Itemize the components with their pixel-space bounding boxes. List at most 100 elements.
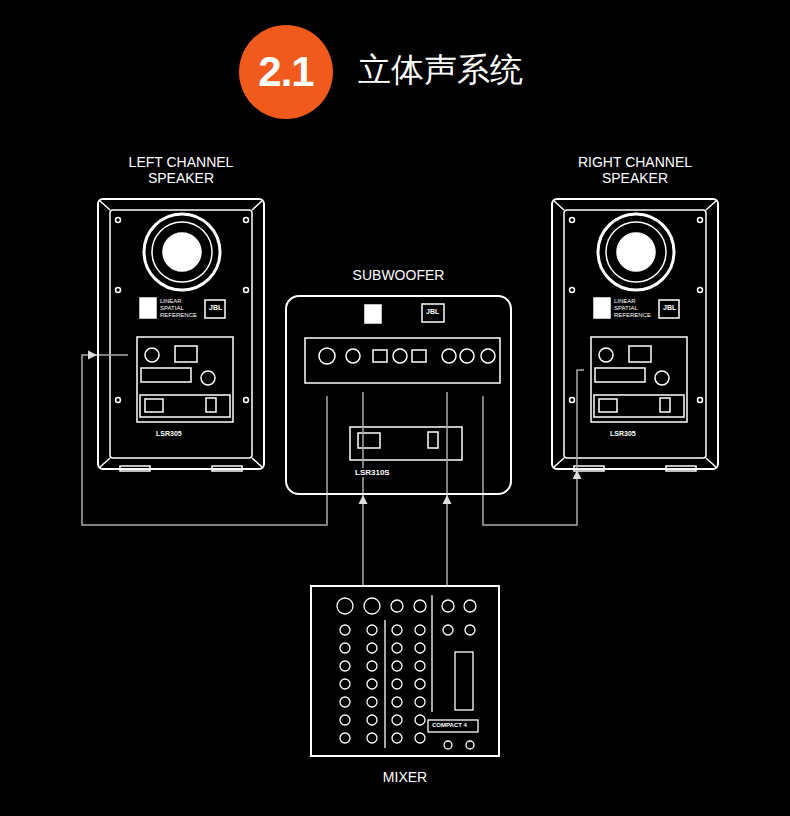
- illustration-part: [415, 733, 425, 743]
- speaker-drawing: [553, 200, 717, 471]
- illustration-part: [140, 395, 230, 417]
- model-series: LINEAR SPATIAL REFERENCE: [614, 298, 658, 319]
- model-series: LINEAR SPATIAL REFERENCE: [160, 298, 204, 319]
- mixer-drawing: [337, 595, 478, 749]
- illustration-part: [414, 600, 426, 612]
- illustration-part: [482, 396, 484, 495]
- illustration-part: [201, 371, 215, 385]
- illustration-part: [319, 348, 335, 364]
- mixer-model: COMPACT 4: [432, 722, 467, 729]
- node-heading: RIGHT CHANNEL SPEAKER: [560, 154, 710, 186]
- speaker-box: LEFT CHANNEL SPEAKER: [97, 198, 265, 470]
- model-number: LSR310S: [352, 468, 393, 477]
- illustration-part: [358, 433, 380, 448]
- illustration-part: [431, 595, 432, 712]
- illustration-part: [392, 643, 402, 653]
- node-heading: SUBWOOFER: [285, 267, 512, 283]
- illustration-part: [244, 218, 249, 223]
- illustration-part: [340, 697, 350, 707]
- illustration-part: [428, 432, 438, 448]
- illustration-part: [384, 620, 385, 748]
- illustration-part: [465, 625, 475, 635]
- illustration-part: [392, 625, 402, 635]
- illustration-part: [364, 598, 380, 614]
- arrow-head: [443, 495, 452, 504]
- illustration-part: [152, 222, 212, 282]
- illustration-part: [577, 370, 584, 470]
- illustration-part: [367, 679, 377, 689]
- brand-logo: JBL: [663, 304, 676, 312]
- illustration-part: [362, 392, 364, 495]
- signal-cable: [82, 351, 327, 526]
- illustration-part: [326, 396, 328, 495]
- illustration-part: [116, 218, 121, 223]
- illustration-part: [340, 661, 350, 671]
- illustration-part: [367, 733, 377, 743]
- illustration-part: [392, 733, 402, 743]
- illustration-part: [252, 458, 263, 468]
- illustration-part: [367, 661, 377, 671]
- cable-line: [446, 495, 448, 585]
- illustration-part: [145, 348, 159, 362]
- illustration-part: [446, 392, 448, 495]
- illustration-part: [141, 368, 191, 382]
- illustration-part: [415, 715, 425, 725]
- illustration-part: [373, 350, 387, 362]
- illustration-part: [391, 600, 403, 612]
- illustration-part: [144, 214, 220, 290]
- signal-cable: [443, 495, 452, 585]
- illustration-part: [392, 715, 402, 725]
- subwoofer-box: SUBWOOFER: [285, 295, 512, 495]
- illustration-part: [393, 349, 407, 363]
- illustration-part: [392, 679, 402, 689]
- illustration-part: [140, 298, 156, 318]
- illustration-part: [137, 337, 233, 422]
- node-heading: MIXER: [310, 769, 500, 785]
- illustration-part: [350, 427, 462, 460]
- illustration-part: [422, 304, 444, 322]
- illustration-part: [340, 643, 350, 653]
- illustration-part: [340, 625, 350, 635]
- illustration-part: [367, 715, 377, 725]
- illustration-part: [367, 643, 377, 653]
- illustration-part: [443, 625, 453, 635]
- illustration-part: [340, 715, 350, 725]
- illustration-part: [205, 300, 225, 318]
- node-heading: LEFT CHANNEL SPEAKER: [106, 154, 256, 186]
- illustration-part: [305, 338, 500, 383]
- illustration-part: [116, 288, 121, 293]
- illustration-part: [481, 349, 495, 363]
- illustration-part: [466, 741, 474, 749]
- illustration-part: [367, 697, 377, 707]
- illustration-part: [116, 398, 121, 403]
- brand-logo: JBL: [209, 304, 222, 312]
- illustration-part: [365, 305, 381, 323]
- illustration-part: [97, 354, 128, 356]
- arrow-head: [88, 351, 97, 360]
- illustration-part: [367, 625, 377, 635]
- title-badge: 2.1: [239, 25, 333, 119]
- illustration-part: [99, 200, 110, 210]
- illustration-part: [455, 652, 473, 710]
- cable-line: [82, 355, 327, 525]
- illustration-part: [428, 720, 478, 732]
- signal-cable: [359, 495, 368, 585]
- illustration-part: [244, 398, 249, 403]
- model-number: LSR305: [610, 430, 636, 438]
- subwoofer-drawing: [305, 304, 500, 460]
- cable-line: [483, 470, 577, 525]
- illustration-part: [415, 643, 425, 653]
- illustration-part: [99, 458, 110, 468]
- illustration-part: [415, 625, 425, 635]
- illustration-part: [460, 349, 474, 363]
- illustration-part: [206, 398, 216, 412]
- illustration-part: [175, 346, 197, 362]
- arrow-head: [573, 470, 582, 479]
- illustration-part: [444, 741, 452, 749]
- illustration-part: [464, 600, 476, 612]
- illustration-part: [337, 598, 353, 614]
- illustration-part: [412, 350, 426, 362]
